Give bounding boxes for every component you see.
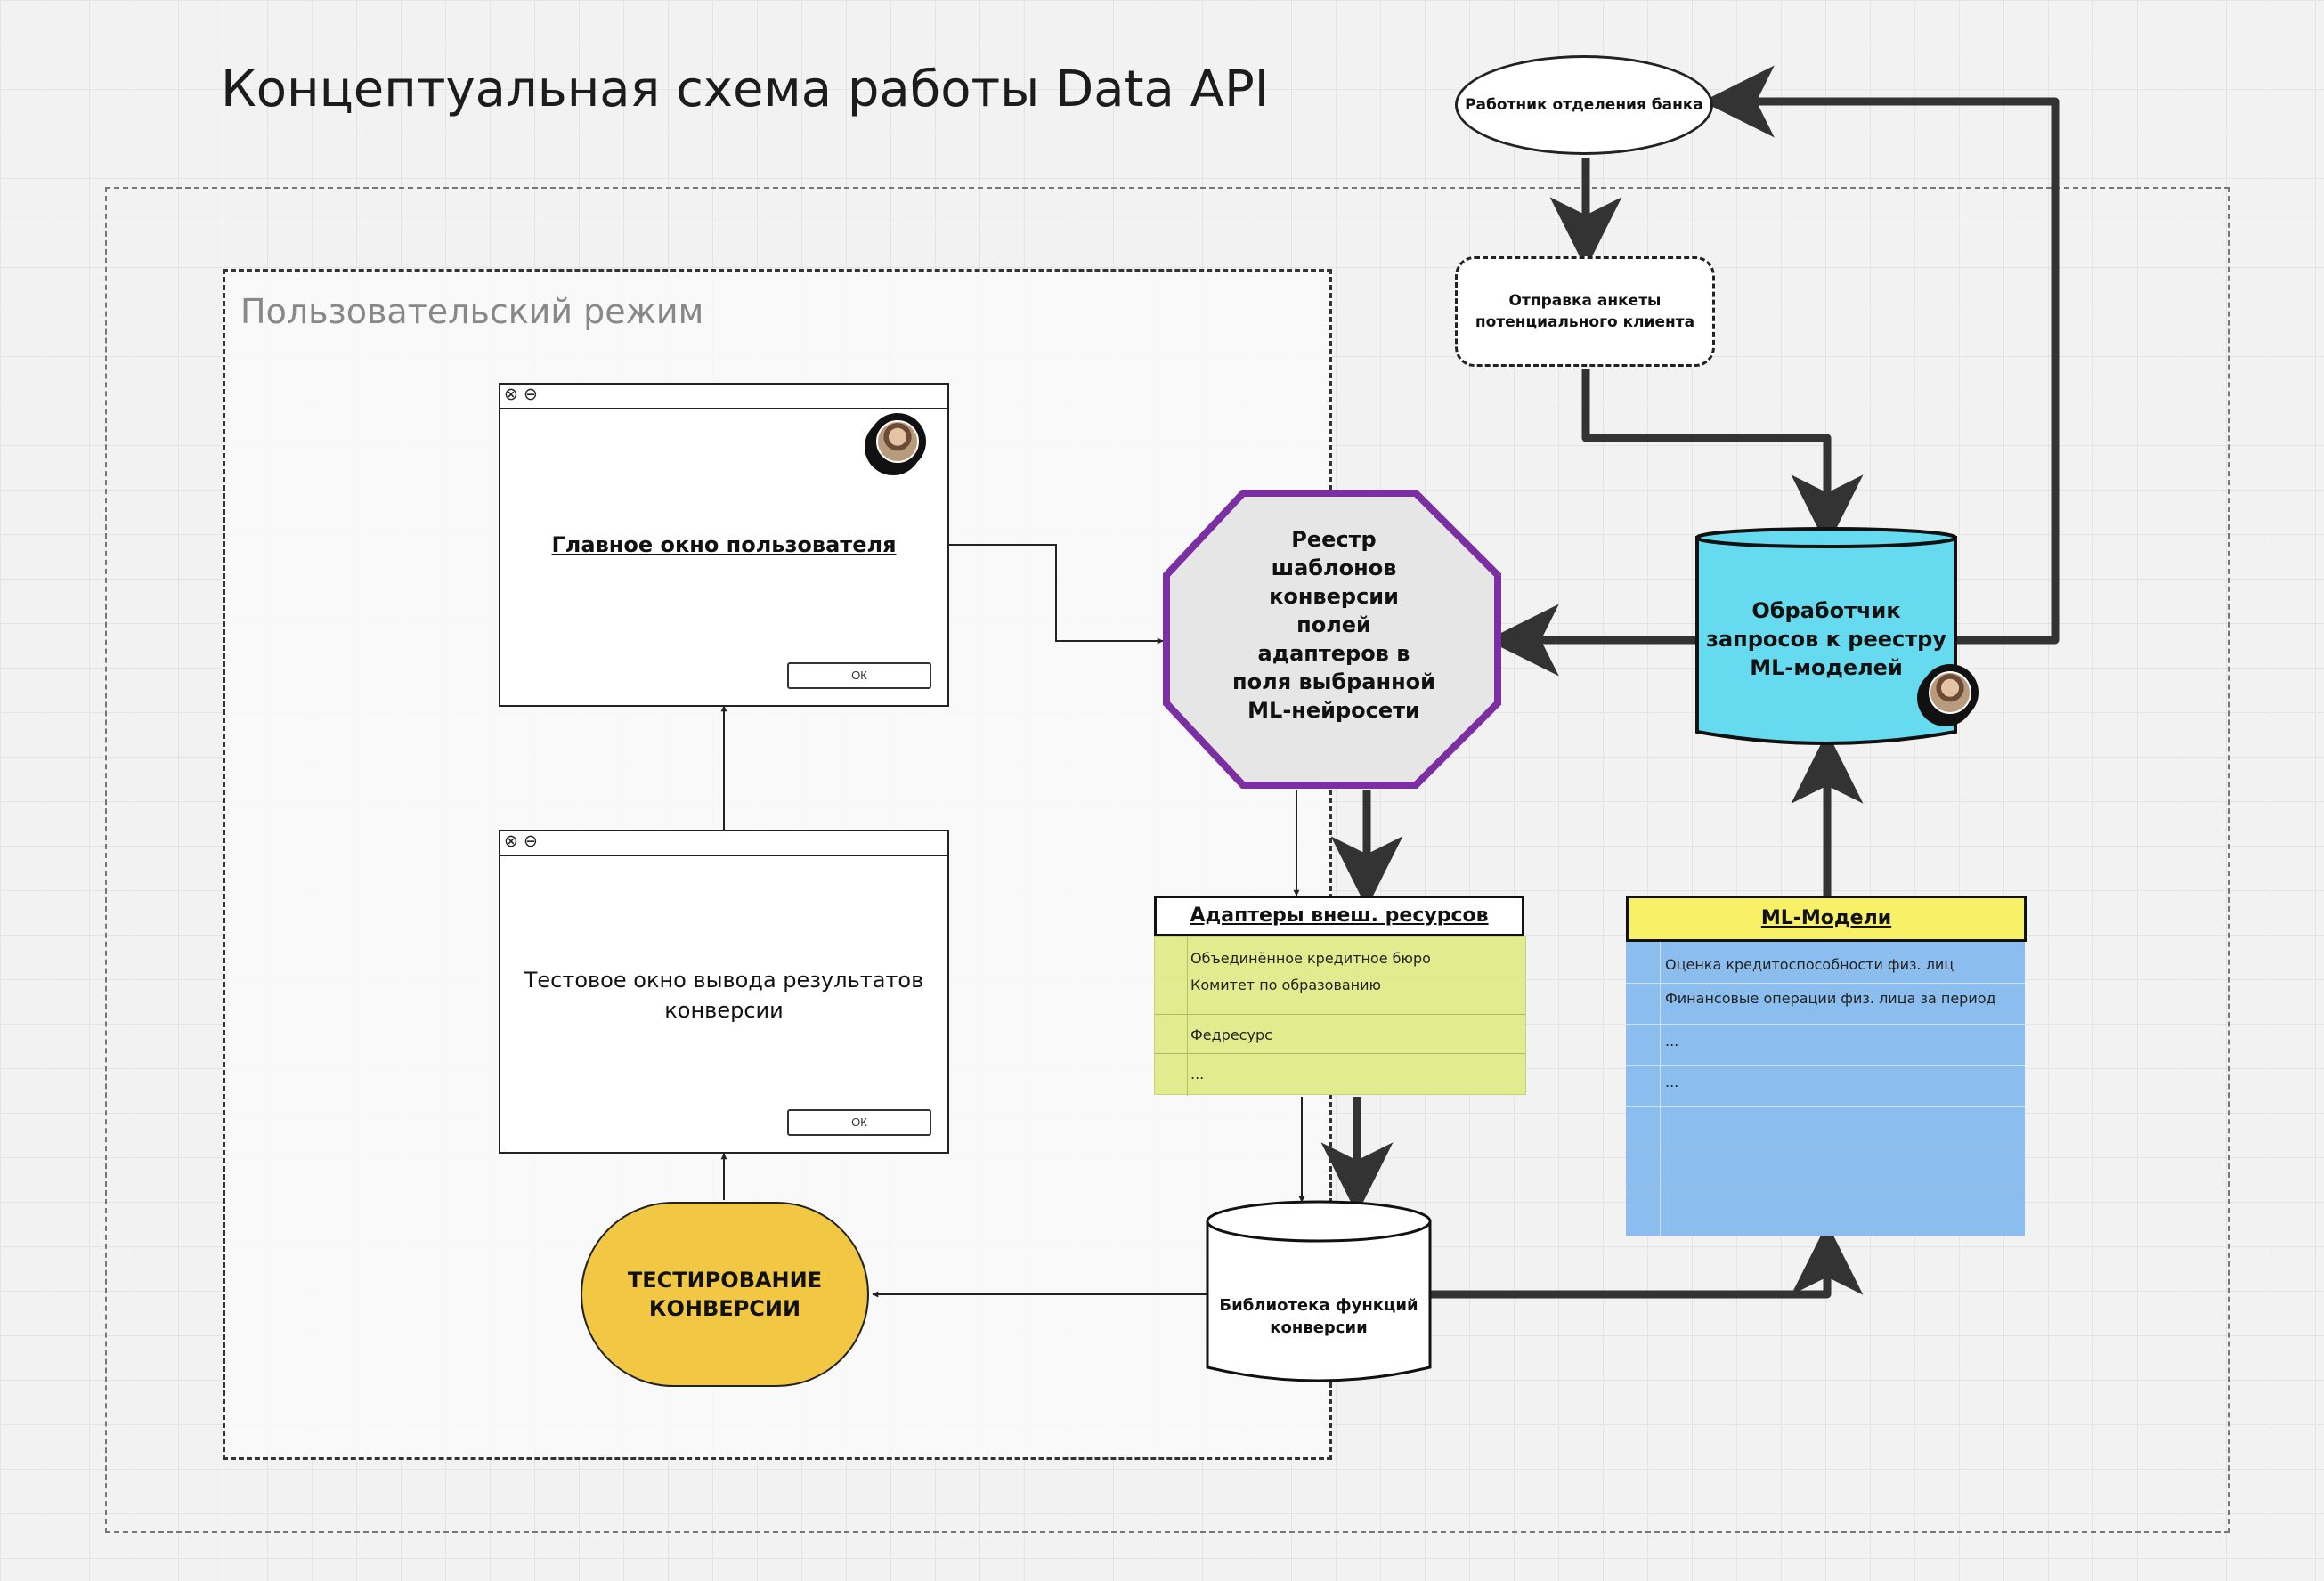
main-window-titlebar: ⊗ ⊖ [500, 385, 947, 409]
registry-label: Реестр шаблонов конверсии полей адаптеро… [1232, 527, 1435, 723]
adapter-row-label: Объединённое кредитное бюро [1190, 950, 1431, 967]
adapter-row-label: Комитет по образованию [1190, 977, 1381, 993]
ml-model-row-label: Оценка кредитоспособности физ. лиц [1665, 956, 1954, 973]
test-window-titlebar: ⊗ ⊖ [500, 831, 947, 856]
ml-model-row[interactable]: Оценка кредитоспособности физ. лиц [1626, 942, 2025, 984]
bank-worker-node[interactable]: Работник отделения банка [1455, 55, 1713, 155]
adapter-row[interactable]: Федресурс [1155, 1014, 1525, 1054]
testing-node[interactable]: ТЕСТИРОВАНИЕ КОНВЕРСИИ [581, 1202, 869, 1387]
ml-model-row[interactable]: ... [1626, 1065, 2025, 1107]
user-mode-label: Пользовательский режим [240, 292, 704, 331]
ml-model-row[interactable]: ... [1626, 1024, 2025, 1066]
ml-model-row[interactable] [1626, 1106, 2025, 1147]
ml-models-table: Оценка кредитоспособности физ. лиц Финан… [1626, 942, 2025, 1236]
ml-models-header[interactable]: ML-Модели [1626, 896, 2027, 942]
main-window-title: Главное окно пользователя [551, 532, 897, 557]
library-label: Библиотека функций конверсии [1219, 1296, 1418, 1337]
adapter-row[interactable]: ... [1155, 1053, 1525, 1094]
processor-label: Обработчик запросов к реестру ML-моделей [1706, 598, 1946, 680]
main-window-ok-button[interactable]: ОК [787, 662, 931, 689]
adapter-row[interactable]: Объединённое кредитное бюро [1155, 937, 1525, 977]
send-form-node[interactable]: Отправка анкеты потенциального клиента [1455, 256, 1715, 367]
close-icon[interactable]: ⊗ [504, 385, 518, 404]
adapters-header[interactable]: Адаптеры внеш. ресурсов [1154, 896, 1524, 936]
page-title: Концептуальная схема работы Data API [221, 61, 1270, 118]
user-avatar-icon [869, 413, 926, 470]
test-window[interactable]: ⊗ ⊖ Тестовое окно вывода результатов кон… [499, 830, 949, 1154]
adapters-table: Объединённое кредитное бюро Комитет по о… [1154, 936, 1526, 1096]
ml-model-row[interactable] [1626, 1188, 2025, 1236]
processor-avatar-icon [1922, 664, 1979, 721]
adapter-row-label: Федресурс [1190, 1026, 1272, 1043]
minimize-icon[interactable]: ⊖ [524, 385, 538, 404]
close-icon[interactable]: ⊗ [504, 832, 518, 851]
ml-model-row-label: ... [1665, 1074, 1679, 1090]
adapter-row[interactable]: Комитет по образованию [1155, 977, 1525, 1015]
ml-model-row-label: Финансовые операции физ. лица за период [1665, 990, 1996, 1007]
ml-model-row-label: ... [1665, 1033, 1679, 1050]
system-frame [105, 187, 2230, 1533]
test-window-text: Тестовое окно вывода результатов конверс… [524, 968, 924, 1023]
ml-model-row[interactable]: Финансовые операции физ. лица за период [1626, 983, 2025, 1025]
minimize-icon[interactable]: ⊖ [524, 832, 538, 851]
ml-model-row[interactable] [1626, 1147, 2025, 1188]
adapter-row-label: ... [1190, 1066, 1205, 1082]
test-window-ok-button[interactable]: ОК [787, 1109, 931, 1136]
